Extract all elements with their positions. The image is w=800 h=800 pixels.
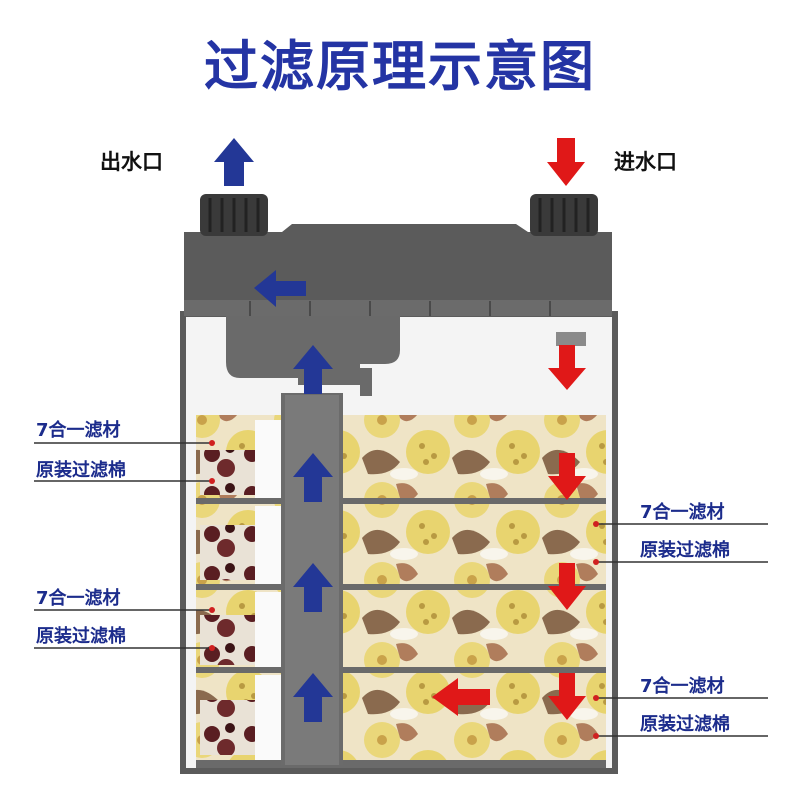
inlet-label: 进水口: [614, 150, 677, 174]
cotton-label-3: 原装过滤棉: [36, 626, 126, 647]
inlet-down-arrow: [547, 138, 585, 186]
pipe-up-arrow-1: [293, 345, 333, 394]
media-label-3: 7合一滤材: [36, 588, 121, 609]
cotton-label-1: 原装过滤棉: [36, 460, 126, 481]
flow-up-arrows: [214, 138, 333, 722]
callout-lines: [34, 442, 768, 737]
bottom-left-arrow: [432, 678, 490, 716]
diagram-title: 过滤原理示意图: [204, 35, 596, 98]
media-label-4: 7合一滤材: [640, 676, 725, 697]
pipe-up-arrow-2: [293, 453, 333, 502]
flow-down-arrows: [432, 138, 586, 720]
lid-left-arrow: [254, 270, 306, 307]
inlet-nozzle: [556, 332, 586, 346]
outlet-connector: [200, 194, 268, 236]
media-label-2: 7合一滤材: [640, 502, 725, 523]
inlet-connector: [530, 194, 598, 236]
outlet-up-arrow: [214, 138, 254, 186]
pipe-up-arrow-3: [293, 563, 333, 612]
tank-down-arrow-3: [548, 563, 586, 610]
tank-down-arrow-4: [548, 673, 586, 720]
cotton-label-4: 原装过滤棉: [640, 714, 730, 735]
tank-down-arrow-1: [548, 345, 586, 390]
tank-down-arrow-2: [548, 453, 586, 500]
filter-layers: [196, 415, 606, 768]
cotton-label-2: 原装过滤棉: [640, 540, 730, 561]
pipe-up-arrow-4: [293, 673, 333, 722]
media-label-1: 7合一滤材: [36, 420, 121, 441]
outlet-label: 出水口: [100, 150, 163, 174]
